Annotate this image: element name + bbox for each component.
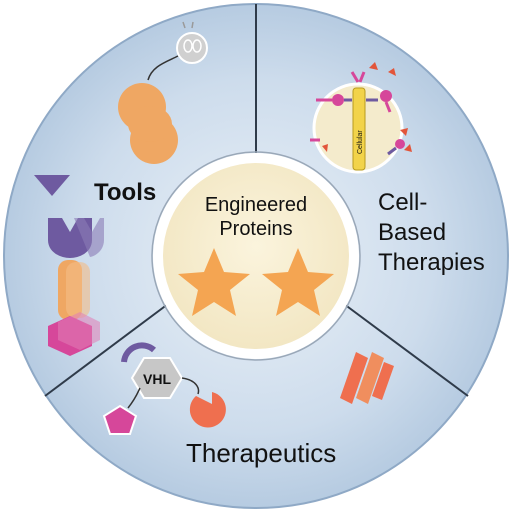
svg-text:VHL: VHL: [143, 371, 171, 387]
linker-vhl-pacman: [181, 377, 200, 395]
ligand-red-icons: [322, 62, 412, 152]
purple-triangle-icon: [34, 175, 70, 196]
receptor-top-icon: [350, 71, 366, 83]
center-circle: [153, 153, 359, 359]
center-title-line2: Proteins: [219, 218, 292, 240]
linker-tools-top: [147, 55, 179, 81]
receptor-right-icon: [366, 90, 392, 113]
pink-hexagon-tools-shadow: [58, 312, 100, 350]
cell-label-line1: Cell-: [378, 189, 427, 216]
pink-pentagon-icon: [102, 404, 138, 435]
cell-label-line2: Based: [378, 219, 446, 246]
therapeutics-label: Therapeutics: [186, 438, 336, 468]
cell-label-line3: Therapies: [378, 249, 485, 276]
receptor-left-icon: [316, 94, 352, 106]
receptor-bar-icon: [352, 87, 366, 171]
center-circle-rim: [151, 151, 361, 361]
tools-label: Tools: [94, 179, 156, 206]
divider-lower-right: [343, 303, 469, 397]
purple-cap-icon: [121, 342, 157, 363]
purple-binder-icon: [48, 218, 104, 258]
divider-lower-left: [44, 303, 169, 397]
star-left: [178, 248, 250, 316]
orange-blob-icon: [118, 83, 178, 164]
coral-pacman-icon: [189, 392, 226, 428]
receptor-text: Cellular: [357, 130, 364, 154]
orange-capsule-shadow: [66, 262, 90, 318]
gray-protein-icon: [176, 21, 208, 64]
star-right: [262, 248, 334, 316]
center-title-line1: Engineered: [205, 194, 307, 216]
receptor-bottom-icon: [310, 138, 405, 156]
vhl-protein-icon: VHL: [130, 357, 184, 399]
linker-pentagon-vhl: [127, 387, 141, 409]
antibody-fragment-icon: [340, 352, 394, 404]
